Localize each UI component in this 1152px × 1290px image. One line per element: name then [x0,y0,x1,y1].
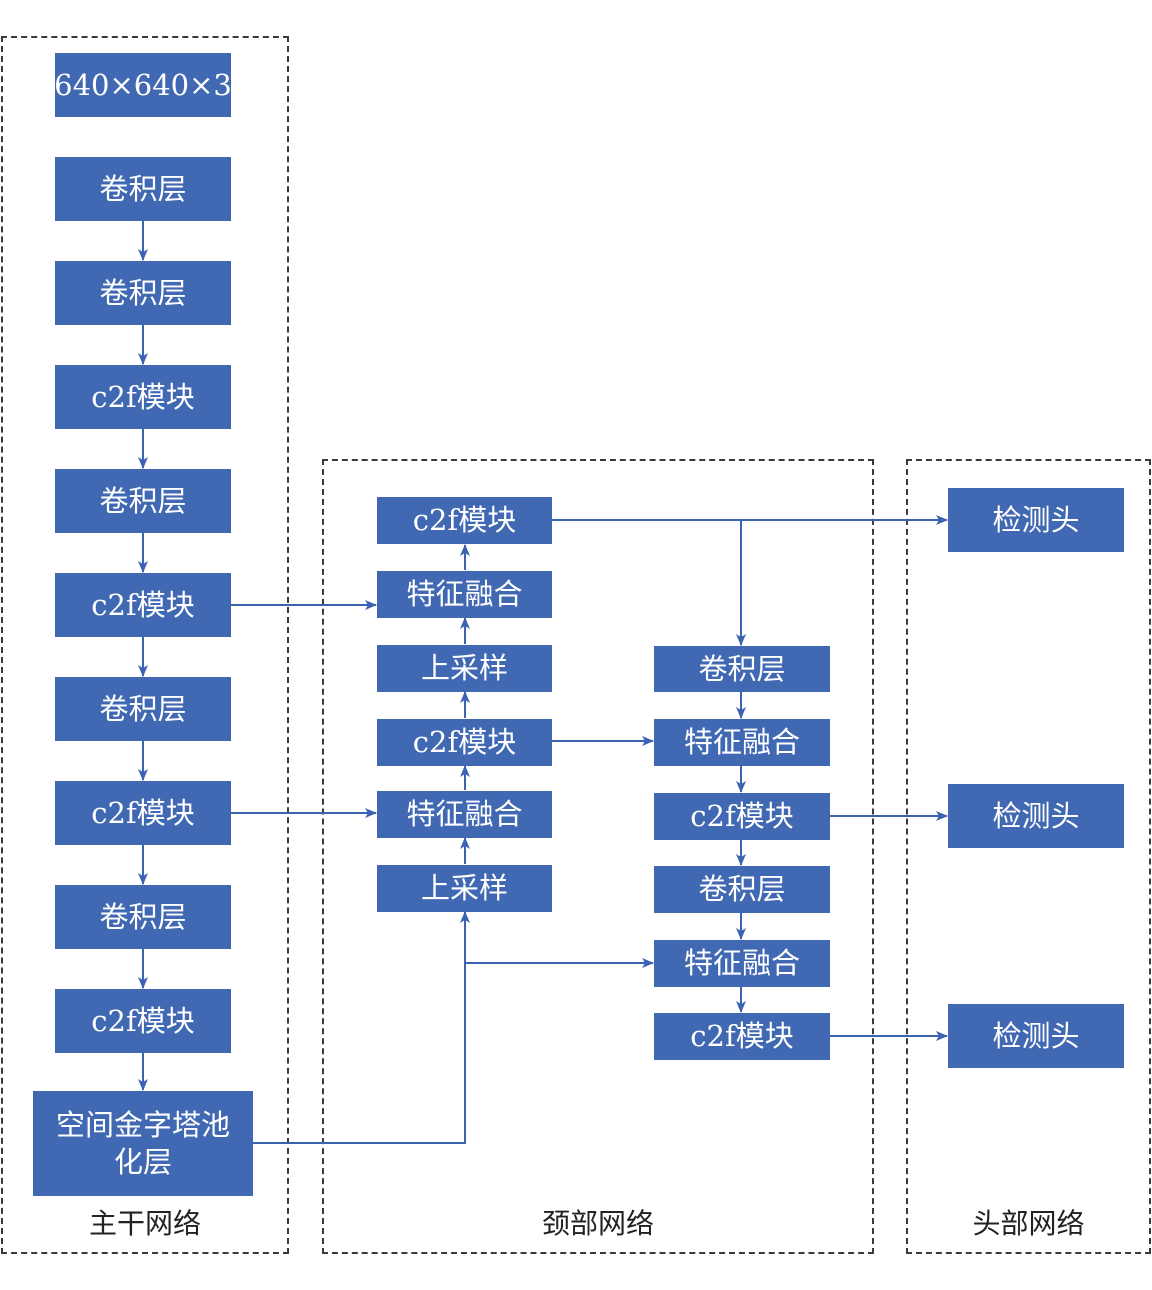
neck-right-conv-layer-bottom: 卷积层 [654,866,830,913]
neck-group-label: 颈部网络 [541,1207,654,1240]
neck-upsample-top: 上采样 [377,645,552,692]
neck-group: 颈部网络 [322,459,874,1254]
neck-right-c2f-module-mid: c2f模块 [654,793,830,840]
edge-sppf-upsample [253,911,470,1144]
backbone-c2f-module-3: c2f模块 [55,781,231,845]
neck-feature-fusion-bottom: 特征融合 [377,791,552,838]
sppf-layer: 空间金字塔池 化层 [33,1091,253,1196]
backbone-conv-layer-2: 卷积层 [55,261,231,325]
backbone-conv-layer-4: 卷积层 [55,677,231,741]
backbone-conv-layer-3: 卷积层 [55,469,231,533]
neck-c2f-module-mid: c2f模块 [377,719,552,766]
head-group-label: 头部网络 [972,1207,1085,1240]
neck-right-feature-fusion-bottom: 特征融合 [654,940,830,987]
input-size-box: 640×640×3 [54,53,232,117]
backbone-group: 主干网络 [1,36,289,1254]
neck-c2f-module-top: c2f模块 [377,497,552,544]
backbone-c2f-module-1: c2f模块 [55,365,231,429]
detection-head-1: 检测头 [948,488,1124,552]
detection-head-3: 检测头 [948,1004,1124,1068]
neck-feature-fusion-top: 特征融合 [377,571,552,618]
neck-right-conv-layer-top: 卷积层 [654,646,830,692]
detection-head-2: 检测头 [948,784,1124,848]
backbone-c2f-module-4: c2f模块 [55,989,231,1053]
backbone-conv-layer-1: 卷积层 [55,157,231,221]
neck-right-feature-fusion-top: 特征融合 [654,719,830,766]
neck-upsample-bottom: 上采样 [377,865,552,912]
neck-right-c2f-module-bottom: c2f模块 [654,1013,830,1060]
backbone-conv-layer-5: 卷积层 [55,885,231,949]
backbone-group-label: 主干网络 [88,1207,201,1240]
head-group: 头部网络 [906,459,1151,1254]
backbone-c2f-module-2: c2f模块 [55,573,231,637]
